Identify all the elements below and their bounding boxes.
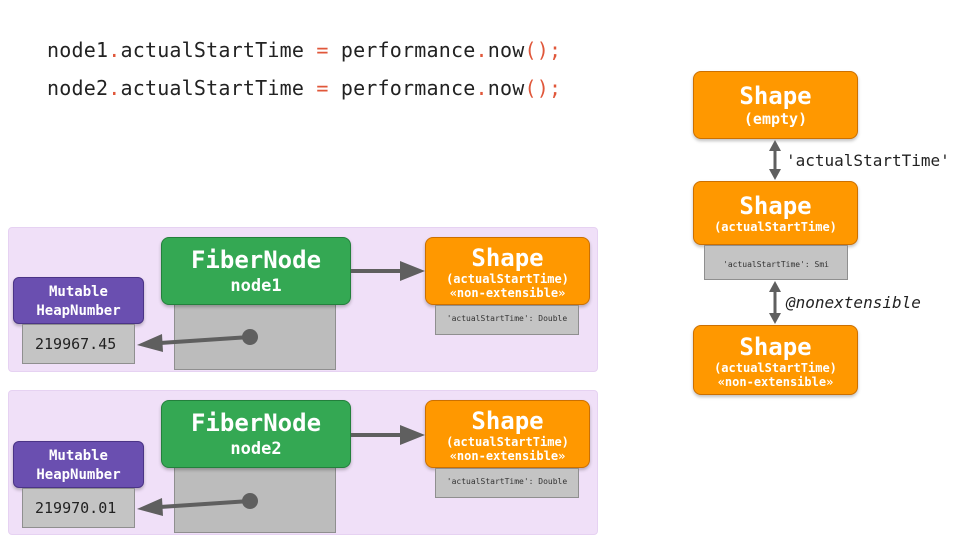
shape-subtitle: (empty) (743, 110, 808, 128)
transition-label: @nonextensible (786, 293, 921, 312)
fiber-node-title: FiberNode (190, 246, 322, 274)
heap-label-2: HeapNumber (36, 467, 121, 483)
arrow-head (769, 169, 781, 180)
code-line-2: node2.actualStartTime = performance.now(… (47, 76, 561, 100)
shape-field: 'actualStartTime': Double (435, 468, 579, 498)
shape-subtitle: (actualStartTime) (714, 220, 837, 234)
shape-field: 'actualStartTime': Smi (704, 245, 848, 280)
fiber-node-name: node2 (230, 439, 282, 459)
heap-number-value: 219967.45 (22, 324, 135, 364)
shape-subtitle: (actualStartTime) (446, 272, 569, 286)
fiber-node-box: FiberNode node1 (161, 237, 351, 305)
code-assign: = (304, 76, 341, 100)
chain-shape-empty: Shape (empty) (693, 71, 858, 139)
arrow-head (769, 313, 781, 324)
code-dot: . (108, 38, 121, 62)
shape-nonextensible-label: «non-extensible» (717, 375, 834, 389)
code-method: now (487, 76, 525, 100)
code-parens: (); (524, 76, 562, 100)
fiber-node-name: node1 (230, 276, 282, 296)
fiber-body (174, 300, 336, 370)
code-object: node2 (47, 76, 109, 100)
code-method: now (487, 38, 525, 62)
shape-subtitle: (actualStartTime) (714, 361, 837, 375)
code-dot: . (108, 76, 121, 100)
chain-shape-mid: Shape (actualStartTime) (693, 181, 858, 245)
code-callee: performance (340, 38, 476, 62)
transition-label: 'actualStartTime' (786, 151, 950, 170)
shape-box: Shape (actualStartTime) «non-extensible» (425, 400, 590, 468)
shape-field: 'actualStartTime': Double (435, 305, 579, 335)
shape-title: Shape (739, 192, 812, 220)
fiber-body (174, 463, 336, 533)
shape-title: Shape (471, 407, 544, 435)
heap-label-1: Mutable (48, 448, 108, 464)
code-dot: . (475, 38, 488, 62)
shape-box: Shape (actualStartTime) «non-extensible» (425, 237, 590, 305)
code-object: node1 (47, 38, 109, 62)
code-assign: = (304, 38, 341, 62)
heap-number-box: Mutable HeapNumber (13, 441, 144, 488)
fiber-node-box: FiberNode node2 (161, 400, 351, 468)
shape-subtitle: (actualStartTime) (446, 435, 569, 449)
shape-title: Shape (739, 82, 812, 110)
code-line-1: node1.actualStartTime = performance.now(… (47, 38, 561, 62)
code-property: actualStartTime (120, 38, 305, 62)
chain-shape-final: Shape (actualStartTime) «non-extensible» (693, 325, 858, 395)
shape-title: Shape (471, 244, 544, 272)
arrow-head (769, 140, 781, 151)
heap-label-2: HeapNumber (36, 303, 121, 319)
heap-number-value: 219970.01 (22, 488, 135, 528)
code-parens: (); (524, 38, 562, 62)
code-dot: . (475, 76, 488, 100)
shape-title: Shape (739, 333, 812, 361)
fiber-node-title: FiberNode (190, 409, 322, 437)
heap-label-1: Mutable (48, 284, 108, 300)
shape-nonextensible-label: «non-extensible» (449, 449, 566, 463)
shape-nonextensible-label: «non-extensible» (449, 286, 566, 300)
arrow-head (769, 281, 781, 292)
code-property: actualStartTime (120, 76, 305, 100)
heap-number-box: Mutable HeapNumber (13, 277, 144, 324)
code-callee: performance (340, 76, 476, 100)
